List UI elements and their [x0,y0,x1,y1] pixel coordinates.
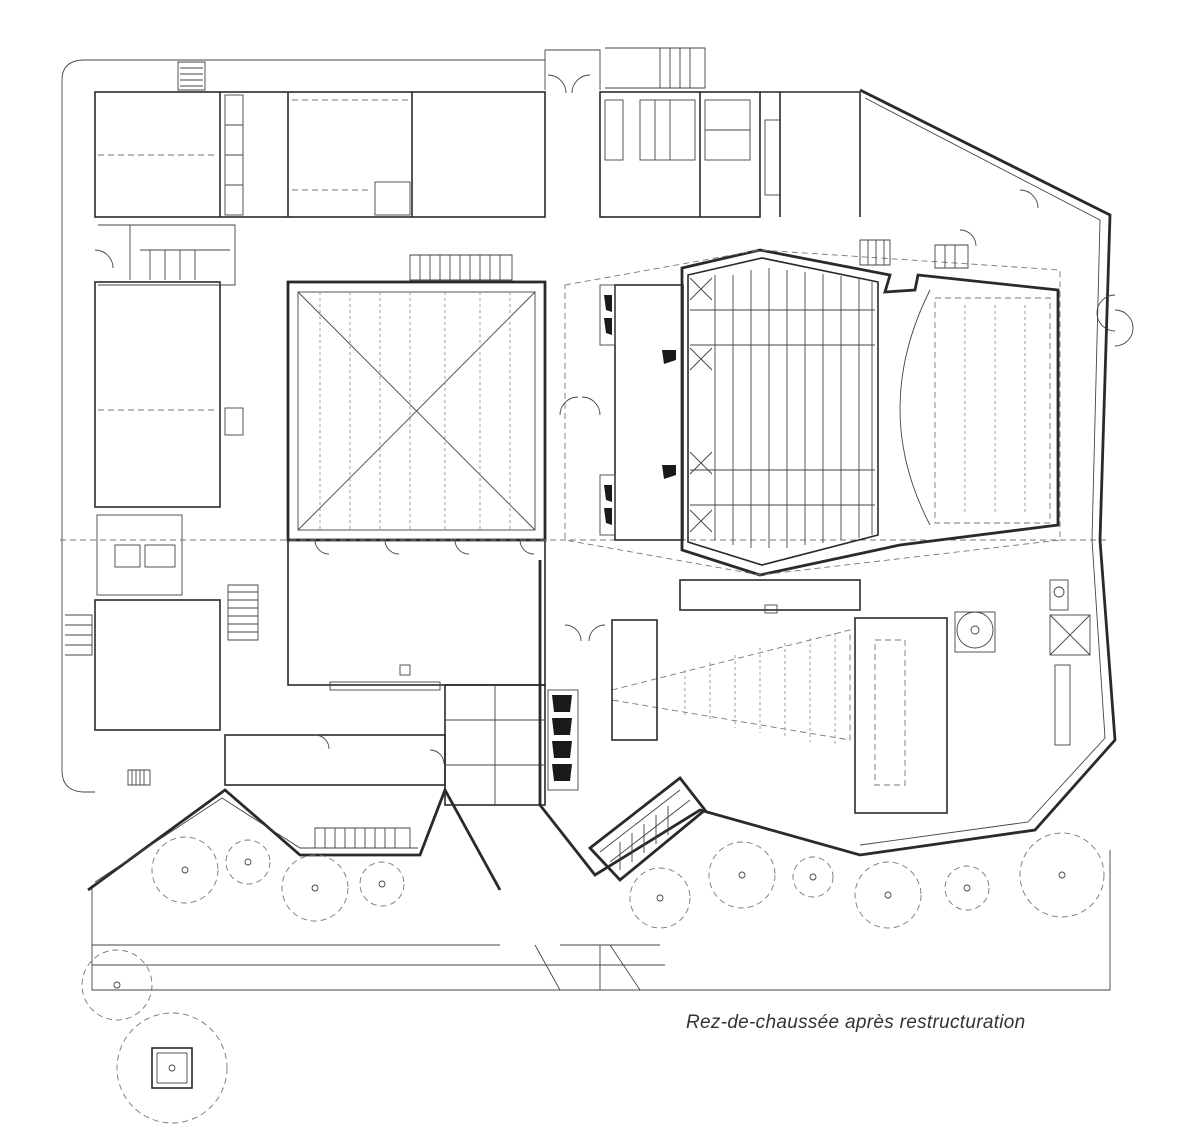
seating-rows [690,268,875,548]
sanitary-block [544,47,861,218]
main-auditorium [564,239,1061,577]
site-boundary [61,59,1111,991]
central-hall [286,254,547,542]
north-rooms [94,61,546,218]
west-wing [65,224,259,786]
drawing-caption: Rez-de-chaussée après restructuration [686,1012,1026,1033]
foyer [60,539,1110,892]
studio-theatre [547,579,1091,882]
doors [94,74,1134,765]
trees [81,832,1105,1124]
east-envelope [538,88,1117,877]
